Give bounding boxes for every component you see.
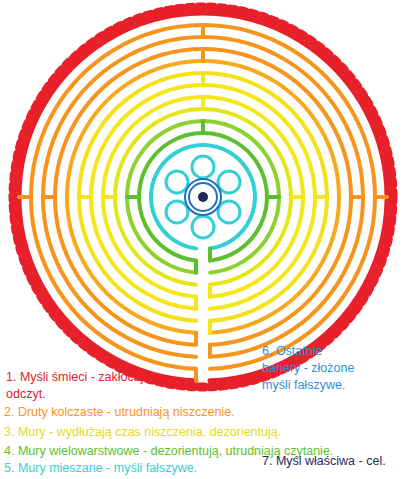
legend-color-text: 5. Mury mieszane - myśli fałszywe.	[4, 461, 197, 475]
legend-text: 3. Mury - wydłużają czas niszczenia, dez…	[4, 425, 281, 439]
legend-entry: 2. Druty kolczaste - utrudniają niszczen…	[4, 404, 404, 421]
center-ring	[189, 183, 217, 211]
legend-text: 1. Myśli śmieci - zakłócają odczyt.	[6, 370, 150, 401]
labyrinth-walls	[13, 7, 393, 387]
turn-wall	[196, 333, 210, 381]
legend-text: 6. Ostatnie bariery - złożone myśli fałs…	[262, 344, 354, 392]
ring-wall	[79, 73, 327, 321]
legend-color-text: 2. Druty kolczaste - utrudniają niszczen…	[4, 405, 235, 419]
rosette-petal	[218, 171, 240, 193]
legend-color-text: 3. Mury - wydłużają czas niszczenia, dez…	[4, 425, 281, 439]
outer-wall	[19, 13, 387, 381]
rosette-petal	[192, 156, 214, 178]
legend-entry: 3. Mury - wydłużają czas niszczenia, dez…	[4, 424, 404, 441]
legend-entry: 6. Ostatnie bariery - złożone myśli fałs…	[262, 343, 362, 394]
ring-wall	[91, 85, 315, 309]
turn-wall	[196, 285, 210, 333]
center-ring	[185, 179, 221, 215]
lunation-teeth	[13, 7, 393, 387]
ring-wall	[115, 109, 291, 285]
rosette-petal	[166, 201, 188, 223]
legend-color-text: 7. Myśl właściwa - cel.	[262, 454, 386, 468]
rosette-petal	[192, 216, 214, 238]
legend-color-text: 6. Ostatnie bariery - złożone myśli fałs…	[262, 344, 354, 392]
turn-wall	[19, 25, 387, 197]
ring-wall	[55, 49, 351, 345]
ring-wall	[43, 37, 363, 357]
rosette-petal	[218, 201, 240, 223]
ring-wall	[103, 97, 303, 297]
legend-text: 2. Druty kolczaste - utrudniają niszczen…	[4, 405, 235, 419]
legend-entry: 1. Myśli śmieci - zakłócają odczyt.	[6, 369, 156, 403]
ring-wall	[127, 121, 279, 273]
ring-wall	[139, 133, 267, 261]
ring-wall	[151, 145, 255, 249]
center-rosette	[166, 156, 240, 238]
turn-wall	[196, 249, 210, 273]
legend-entry: 7. Myśl właściwa - cel.	[262, 453, 402, 470]
goal-dot	[198, 192, 208, 202]
ring-wall	[31, 25, 375, 369]
legend-text: 7. Myśl właściwa - cel.	[262, 454, 386, 468]
legend-text: 5. Mury mieszane - myśli fałszywe.	[4, 461, 197, 475]
legend-color-text: 1. Myśli śmieci - zakłócają odczyt.	[6, 370, 150, 401]
rosette-petal	[166, 171, 188, 193]
ring-wall	[67, 61, 339, 333]
